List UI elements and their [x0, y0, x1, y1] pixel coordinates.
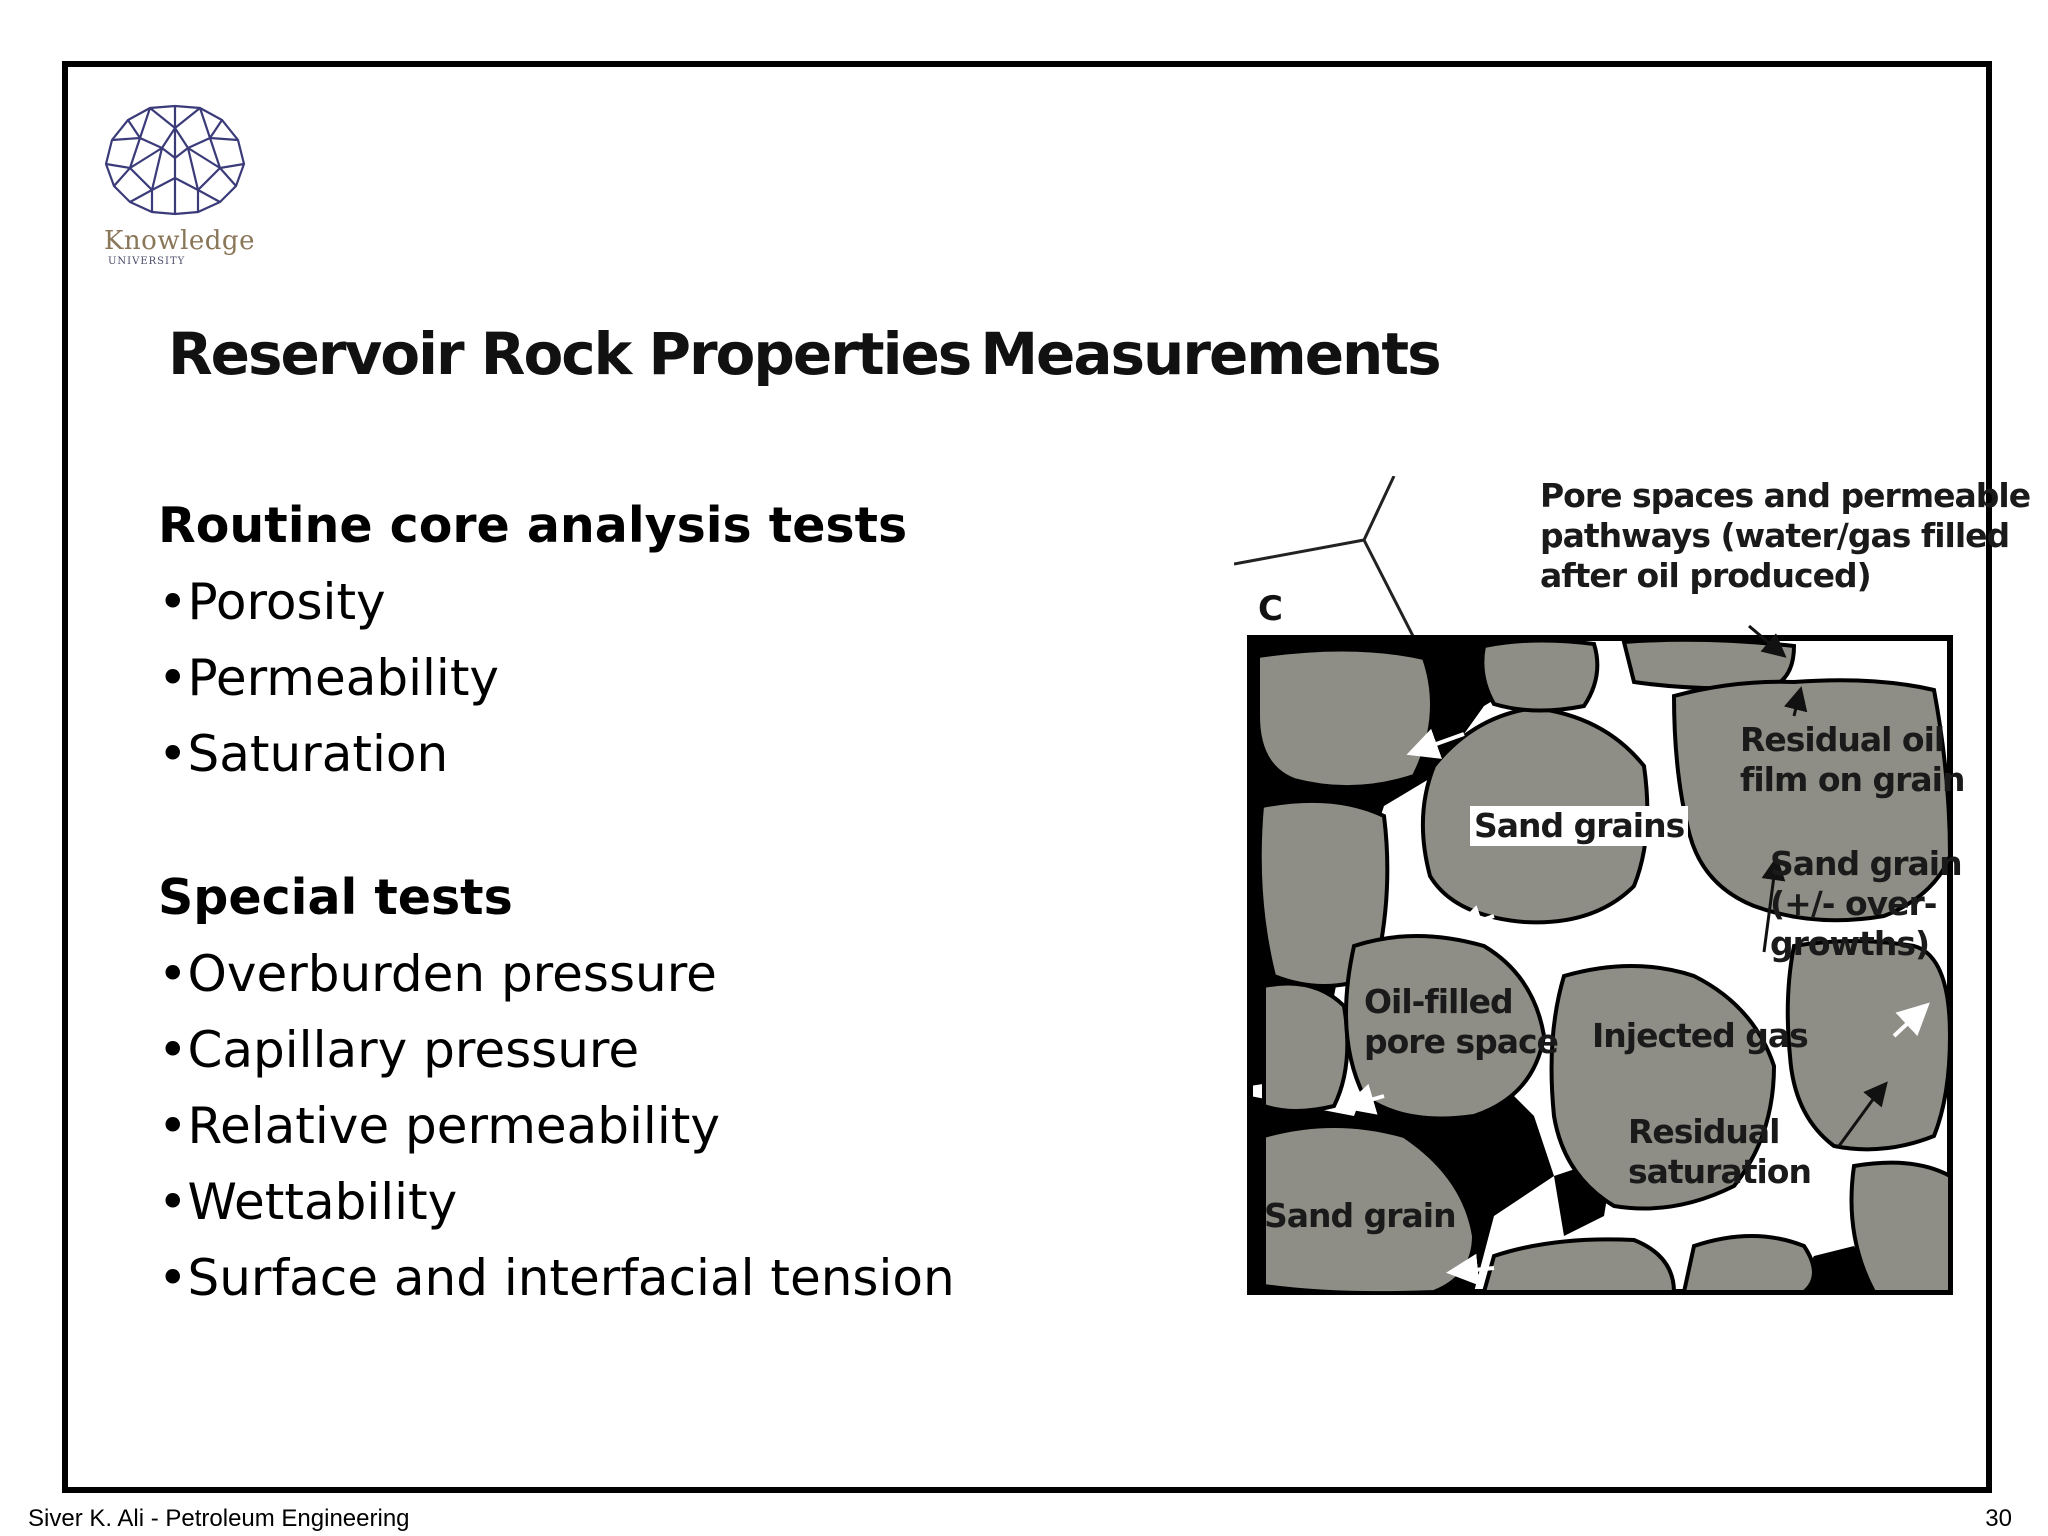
list-item: •Wettability [158, 1173, 458, 1231]
list-item: •Surface and interfacial tension [158, 1249, 955, 1307]
content-list: Routine core analysis tests •Porosity •P… [158, 488, 955, 1316]
pore-space-illustration: C [1233, 475, 1953, 1295]
list-item: •Porosity [158, 573, 386, 631]
list-item: •Saturation [158, 725, 449, 783]
footer-author: Siver K. Ali - Petroleum Engineering [28, 1505, 410, 1532]
label-sand-grains: Sand grains [1470, 806, 1689, 846]
logo-subtitle: UNIVERSITY [108, 256, 186, 267]
routine-heading: Routine core analysis tests [158, 497, 908, 554]
pore-space-diagram: C Pore spaces and permeable pathways (wa… [1233, 475, 2031, 1300]
label-sand-grain-overgrowths: Sand grain (+/- over- growths) [1770, 844, 1963, 963]
title-part-1: Reservoir Rock Properties [168, 320, 972, 388]
label-oil-filled: Oil-filled pore space [1364, 982, 1559, 1061]
label-pore-spaces: Pore spaces and permeable pathways (wate… [1540, 476, 2031, 595]
university-logo: Knowledge UNIVERSITY [100, 98, 254, 268]
logo-wordmark: Knowledge [104, 226, 255, 256]
label-residual-saturation: Residual saturation [1628, 1112, 1812, 1191]
title-part-2: Measurements [980, 320, 1441, 388]
page-number: 30 [1985, 1505, 2012, 1532]
brain-network-icon [104, 104, 246, 216]
panel-letter: C [1258, 589, 1283, 629]
list-item: •Capillary pressure [158, 1021, 640, 1079]
label-sand-grain: Sand grain [1264, 1196, 1457, 1235]
label-residual-oil: Residual oil film on grain [1740, 720, 1965, 799]
list-item: •Permeability [158, 649, 500, 707]
label-injected-gas: Injected gas [1592, 1016, 1809, 1055]
list-item: •Overburden pressure [158, 945, 717, 1003]
list-item: •Relative permeability [158, 1097, 720, 1155]
special-heading: Special tests [158, 869, 513, 926]
